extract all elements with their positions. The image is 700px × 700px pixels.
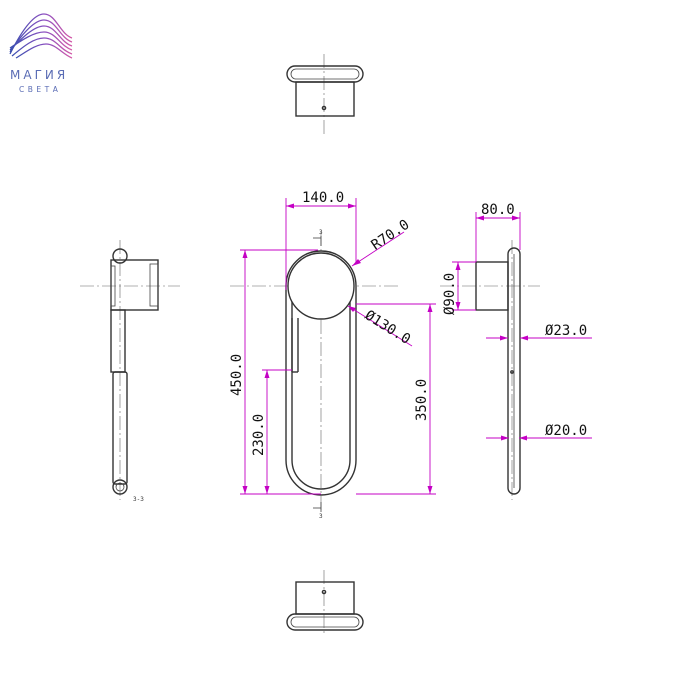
side-view-note: 3-3	[133, 496, 144, 503]
dim-height-disc-bottom: 350.0	[414, 379, 430, 421]
section-marker-top: 3	[319, 229, 323, 236]
dim-depth: 80.0	[481, 202, 515, 218]
dim-radius: R70.0	[369, 217, 413, 254]
logo-name: МАГИЯ	[10, 68, 68, 82]
dimensions: 140.0 R70.0 Ø130.0 450.0 230.0 350.0	[229, 190, 592, 495]
section-marker-bottom: 3	[319, 513, 323, 520]
dim-base-diameter: Ø90.0	[442, 273, 458, 315]
bottom-view	[286, 570, 364, 635]
logo-wave-icon	[9, 13, 73, 59]
ring-outer	[285, 250, 357, 496]
dim-disc-diameter: Ø130.0	[362, 308, 413, 348]
dim-width-ring: 140.0	[302, 190, 344, 206]
front-view: 3 3	[230, 229, 400, 520]
dim-upper-diameter: Ø23.0	[545, 323, 587, 339]
left-side-view: 3-3	[80, 240, 180, 503]
brand-logo: МАГИЯ СВЕТА	[9, 13, 73, 94]
top-view	[286, 54, 364, 134]
dim-lower-diameter: Ø20.0	[545, 423, 587, 439]
logo-subtitle: СВЕТА	[19, 85, 61, 94]
dim-height-total: 450.0	[229, 354, 245, 396]
light-disc	[287, 252, 355, 320]
right-side-view	[440, 240, 540, 500]
dim-height-lower: 230.0	[251, 414, 267, 456]
